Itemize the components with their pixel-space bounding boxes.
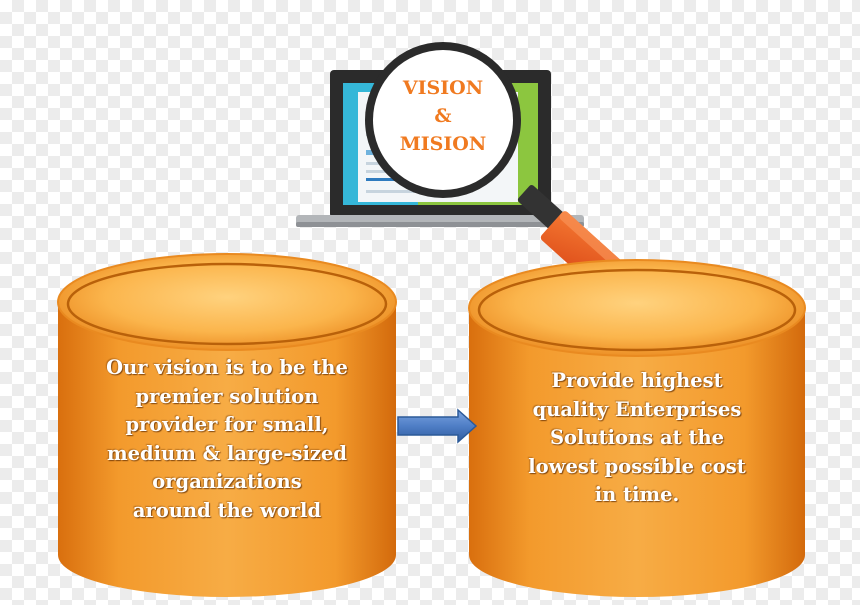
lens-label-line1: VISION <box>402 77 484 99</box>
mission-text: Provide highest quality Enterprises Solu… <box>528 369 746 507</box>
lens-label: VISION & MISION <box>383 74 503 158</box>
right-cylinder <box>468 259 806 597</box>
left-cylinder <box>57 253 397 597</box>
lens-label-line2: & <box>434 105 452 127</box>
connector-arrow <box>397 408 478 444</box>
vision-text: Our vision is to be the premier solution… <box>106 356 348 522</box>
lens-label-line3: MISION <box>399 133 487 155</box>
magnifying-glass-icon <box>365 42 629 296</box>
